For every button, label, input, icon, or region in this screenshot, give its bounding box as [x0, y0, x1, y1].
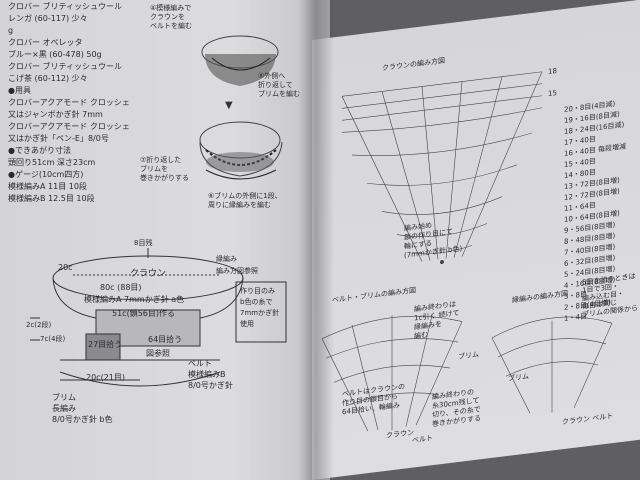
list-item: ●用具 [8, 86, 31, 95]
book-gutter [298, 0, 334, 480]
list-item: クロバーアクアモード クロッシェ [8, 98, 130, 107]
band-note: 作り目のみ b色の糸で 7mmかぎ針 使用 [240, 287, 280, 328]
band-pickup-label: 27目拾う [88, 340, 123, 349]
list-item: クロバー ブリティッシュウール [8, 2, 123, 11]
list-item: ●できあがり寸法 [8, 146, 71, 155]
belt-pattern-label: 模様編みB [188, 370, 226, 379]
brim-label: ブリム [52, 393, 76, 402]
crown-width-label: 20c [58, 263, 73, 272]
list-item: 又はかぎ針「ペン-E」8/0号 [8, 134, 109, 143]
right-page: クラウンの編み方図 18 15 20・8目(4目減)19・16目(8目減)18・… [312, 0, 640, 480]
edging-ref-label: 編み方図参照 [216, 267, 258, 275]
hat-top-illustration: ▼ [199, 35, 283, 180]
top-rows-label: 8目残 [134, 239, 153, 247]
step6-text: ⑥ブリムの外側に1段、 周りに縁編みを編む [208, 192, 282, 209]
edging-label: 縁編み [216, 255, 237, 263]
list-item: こげ茶 (60-112) 少々 [8, 74, 88, 83]
crown-sts-label: 80c (88目) [100, 283, 142, 292]
edging-note: 5目を拾うときは 1目で3回・ 編み込む目・ 毎目は同じ ブリムの関係から [582, 272, 638, 319]
belt-label: ベルト [188, 359, 212, 368]
list-item: 又はジャンボかぎ針 7mm [8, 110, 103, 119]
step5-text: ⑤外側へ 折り返して ブリムを編む [258, 72, 300, 98]
height-2c-label: 2c(2段) [26, 321, 52, 329]
band-start-label: 51c(鎖56目)作る [112, 309, 175, 318]
list-item: 頭回り51cm 深さ23cm [8, 158, 96, 167]
brim-stitch-label: 長編み [52, 404, 76, 413]
list-item: クロバー ブリティッシュウール [8, 62, 123, 71]
brim-width-label: 20c(21目) [86, 373, 125, 382]
svg-text:▼: ▼ [225, 100, 233, 111]
crown-label: クラウン [130, 269, 167, 279]
list-item: 模様編みA 11目 10段 [8, 182, 87, 191]
list-item: ブルー×黒 (60-478) 50g [8, 50, 102, 59]
belt-needle-label: 8/0号かぎ針 [188, 381, 233, 390]
list-item: レンガ (60-117) 少々 [8, 14, 88, 23]
hat-assembly-diagram [30, 248, 287, 387]
belt-note-top: 編み終わりは 1c引く 続けて 縁編みを 編む [414, 300, 460, 341]
step4-text: ④模様編みで クラウンを ベルトを編む [150, 4, 192, 30]
list-item: 模様編みB 12.5目 10段 [8, 194, 95, 203]
list-item: クロバーアクアモード クロッシェ [8, 122, 130, 131]
list-item: ●ゲージ(10cm四方) [8, 170, 84, 179]
crown-pattern-label: 模様編みA 7mmかぎ針 a色 [84, 295, 185, 304]
brim-pickup-label: 64目拾う [148, 335, 183, 344]
crown-chart [341, 71, 543, 265]
list-item: クロバー オペレッタ [8, 38, 83, 47]
list-item: g [8, 26, 14, 35]
brim-needle-label: 8/0号かぎ針 b色 [52, 415, 113, 424]
step7-text: ⑦折り返した ブリムを 巻きかがりする [140, 156, 189, 182]
left-page: クロバー ブリティッシュウールレンガ (60-117) 少々 g クロバー オペレッ… [0, 0, 330, 480]
materials-list: クロバー ブリティッシュウールレンガ (60-117) 少々 g クロバー オペレッ… [8, 3, 168, 207]
belt-note-bottom-right: 編み終わりの 糸30cm残して 切り、その糸で 巻きかがりする [432, 388, 481, 429]
belt-brim-chart [321, 315, 613, 432]
ref-label: 図参照 [146, 349, 170, 358]
height-7c-label: 7c(4段) [40, 335, 66, 343]
